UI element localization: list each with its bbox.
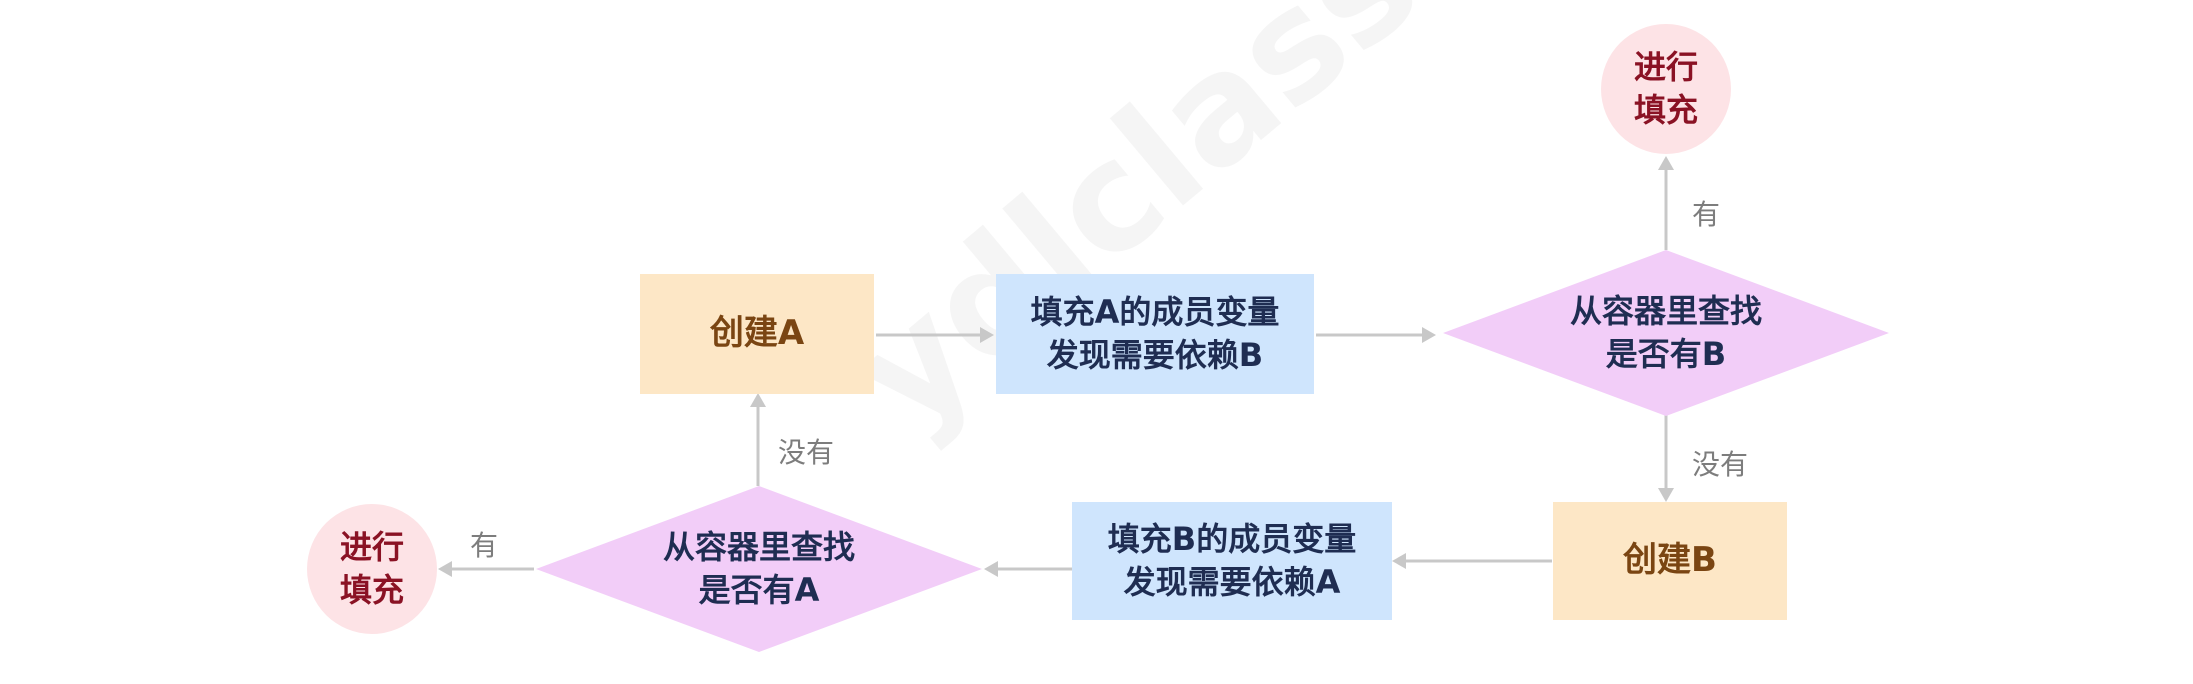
arrowhead (1422, 327, 1436, 343)
node-create-b-label: 创建B (1623, 540, 1717, 581)
arrowhead (1392, 553, 1406, 569)
arrowhead (1658, 488, 1674, 502)
node-check-a-label: 从容器里查找 是否有A (662, 527, 855, 609)
edge-label-check-b-no: 没有 (1692, 448, 1749, 481)
node-check-b: 从容器里查找 是否有B (1443, 250, 1889, 416)
node-check-b-label: 从容器里查找 是否有B (1569, 291, 1762, 373)
node-done-left-label: 进行 填充 (339, 527, 404, 609)
arrowhead (438, 561, 452, 577)
diamond-shape (536, 486, 982, 652)
edge-label-check-b-yes: 有 (1692, 198, 1721, 231)
node-done-left: 进行 填充 (307, 504, 437, 634)
node-done-top-label: 进行 填充 (1633, 47, 1698, 129)
arrowhead (980, 327, 994, 343)
edge-label-check-a-no: 没有 (778, 436, 835, 469)
node-create-a-label: 创建A (709, 313, 805, 354)
node-check-a: 从容器里查找 是否有A (536, 486, 982, 652)
node-fill-b: 填充B的成员变量 发现需要依赖A (1072, 502, 1392, 620)
node-create-a: 创建A (640, 274, 874, 394)
node-fill-a: 填充A的成员变量 发现需要依赖B (996, 274, 1314, 394)
node-fill-a-label: 填充A的成员变量 发现需要依赖B (1030, 292, 1280, 374)
node-done-top: 进行 填充 (1601, 24, 1731, 154)
arrowhead (984, 561, 998, 577)
arrowhead (750, 393, 766, 407)
arrowhead (1658, 156, 1674, 170)
edge-label-check-a-yes: 有 (470, 529, 499, 562)
node-fill-b-label: 填充B的成员变量 发现需要依赖A (1107, 519, 1357, 601)
node-create-b: 创建B (1553, 502, 1787, 620)
diamond-shape (1443, 250, 1889, 416)
